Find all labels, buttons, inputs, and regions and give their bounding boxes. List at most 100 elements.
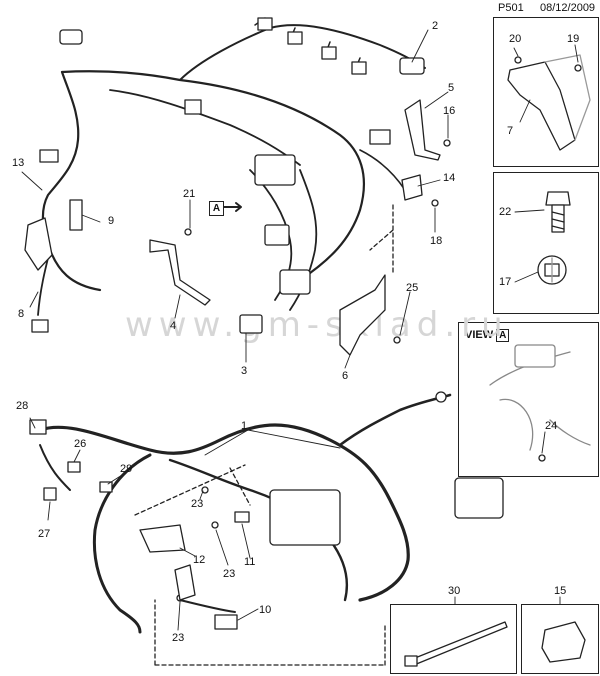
fuse-block-lower [454,477,504,519]
callout-2: 2 [432,20,439,32]
view-a-arrow [223,202,242,212]
callout-22: 22 [499,206,512,218]
callout-1: 1 [241,420,248,432]
callout-17: 17 [499,276,512,288]
callout-5: 5 [448,82,455,94]
bolt-21 [184,228,192,236]
clip-item-29 [99,481,113,493]
view-letter: A [496,329,510,342]
callout-27: 27 [38,528,51,540]
callout-3: 3 [241,365,248,377]
lower-harness-left-loop [92,453,152,634]
callout-18: 18 [430,235,443,247]
bracket-item-10-plate [174,564,196,601]
bracket-item-6 [339,274,386,356]
dashed-frame-lower [134,464,386,666]
inset-cap-box [521,604,599,674]
view-a-marker: A [209,201,224,216]
view-a-connector [514,344,556,368]
bolt-23-b [211,521,219,529]
bracket-item-5 [404,99,441,161]
callout-9: 9 [108,215,115,227]
upper-harness-trunk [60,70,365,282]
callout-21: 21 [183,188,196,200]
callout-23-b: 23 [223,568,236,580]
upper-harness-right-drop [359,149,406,191]
dashed-frame-lower-2 [229,467,251,506]
bracket-item-12 [139,524,186,553]
clip-item-27 [43,487,57,501]
connector-left-lower [31,319,49,333]
callout-20: 20 [509,33,522,45]
callout-28: 28 [16,400,29,412]
inset-bracket-shade [544,54,591,141]
cable-tie [409,621,508,666]
callout-15: 15 [554,585,567,597]
callout-14: 14 [443,172,456,184]
callout-29: 29 [120,463,133,475]
inset-bolt-19 [574,64,582,72]
watermark: www.gm-sklad.ru [125,305,509,345]
bracket-item-14 [401,174,423,201]
injector-connector-2 [287,31,303,45]
view-a-bolt-24 [538,454,546,462]
view-word: VIEW [465,329,494,341]
connector-top-left [59,29,83,45]
callout-19: 19 [567,33,580,45]
connector-block-lower [269,489,341,546]
connector-mid-left [184,99,202,115]
clip-item-26 [67,461,81,473]
connector-center-block [254,154,296,186]
callout-23-c: 23 [172,632,185,644]
diagram-date: 08/12/2009 [540,2,596,14]
bolt-16 [443,139,451,147]
connector-right-16 [369,129,391,145]
lower-harness-clip-run [179,599,236,613]
bolt-23-a [201,486,209,494]
bolt-17-drawing [537,255,567,285]
eyelet-terminal [435,391,447,403]
upper-harness-top-loop [179,24,426,81]
callout-16: 16 [443,105,456,117]
connector-item-3 [239,314,263,334]
callout-7: 7 [507,125,514,137]
lower-harness-branch [39,444,71,491]
inset-cable-tie-box [390,604,517,674]
inset-bolt-20 [514,56,522,64]
callout-6: 6 [342,370,349,382]
cap-item-15 [541,621,586,663]
connector-item-10 [214,614,238,630]
connector-item-28 [29,419,47,435]
callout-4: 4 [170,320,177,332]
bolt-22-drawing [545,191,571,233]
callout-8: 8 [18,308,25,320]
bolt-18 [431,199,439,207]
callout-11: 11 [244,556,256,568]
lower-harness-right-arm [338,393,452,447]
connector-item-9 [69,199,83,231]
leader-lines [21,29,579,631]
clip-item-11 [234,511,250,523]
connector-sensor-13 [39,149,59,163]
bolt-25 [393,336,401,344]
diagram-code: P501 [498,2,524,14]
callout-25: 25 [406,282,419,294]
connector-item-2 [399,57,425,75]
bracket-item-8 [24,217,53,271]
upper-harness-branch-left [41,70,102,292]
inset-bolts-box [493,172,599,314]
upper-harness-mid [109,89,301,166]
connector-cluster [279,269,311,295]
inset-bracket-shape [507,61,576,151]
callout-23-a: 23 [191,498,204,510]
callout-10: 10 [259,604,272,616]
connector-center-lower [264,224,290,246]
callout-12: 12 [193,554,206,566]
callout-26: 26 [74,438,87,450]
injector-connector-1 [257,17,273,31]
callout-24: 24 [545,420,558,432]
callout-30: 30 [448,585,461,597]
